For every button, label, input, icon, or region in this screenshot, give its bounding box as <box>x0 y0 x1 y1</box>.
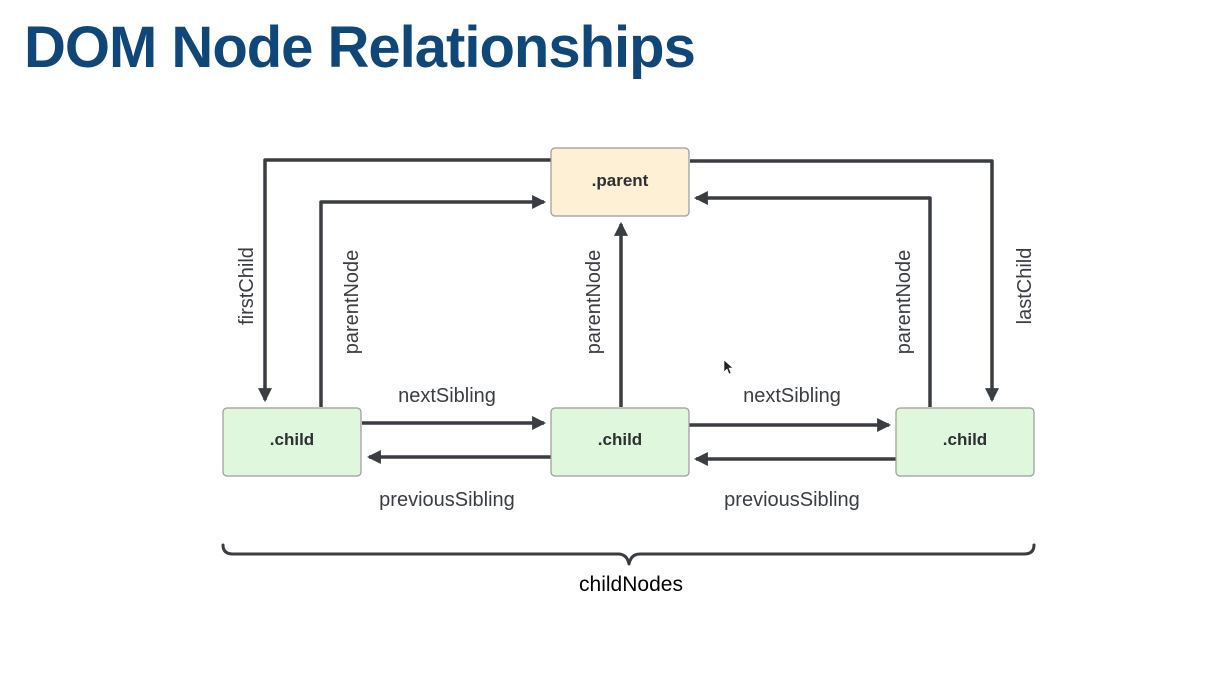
child-node-middle-label: .child <box>598 430 642 449</box>
parent-node: .parent <box>550 147 690 217</box>
child-node-left: .child <box>222 407 362 477</box>
first-child-label: firstChild <box>236 247 258 325</box>
child-nodes-brace <box>221 543 1036 566</box>
parent-node-left-label: parentNode <box>341 250 363 355</box>
previous-sibling-left-label: previousSibling <box>379 489 515 511</box>
child-node-right: .child <box>895 407 1035 477</box>
parent-node-right-label: parentNode <box>893 250 915 355</box>
child-node-middle: .child <box>550 407 690 477</box>
parent-node-right-arrow <box>693 191 932 407</box>
child-nodes-label: childNodes <box>579 573 683 596</box>
next-sibling-right-label: nextSibling <box>743 385 841 407</box>
mouse-cursor-icon <box>723 359 734 375</box>
first-child-arrow <box>258 158 552 403</box>
page-title: DOM Node Relationships <box>24 15 696 80</box>
parent-node-left-arrow <box>319 195 547 407</box>
parent-node-middle-label: parentNode <box>583 250 605 355</box>
last-child-label: lastChild <box>1014 248 1036 325</box>
previous-sibling-right-label: previousSibling <box>724 489 860 511</box>
child-node-left-label: .child <box>270 430 314 449</box>
next-sibling-left-label: nextSibling <box>398 385 496 407</box>
parent-node-label: .parent <box>592 171 649 190</box>
last-child-arrow <box>690 159 999 403</box>
child-node-right-label: .child <box>943 430 987 449</box>
